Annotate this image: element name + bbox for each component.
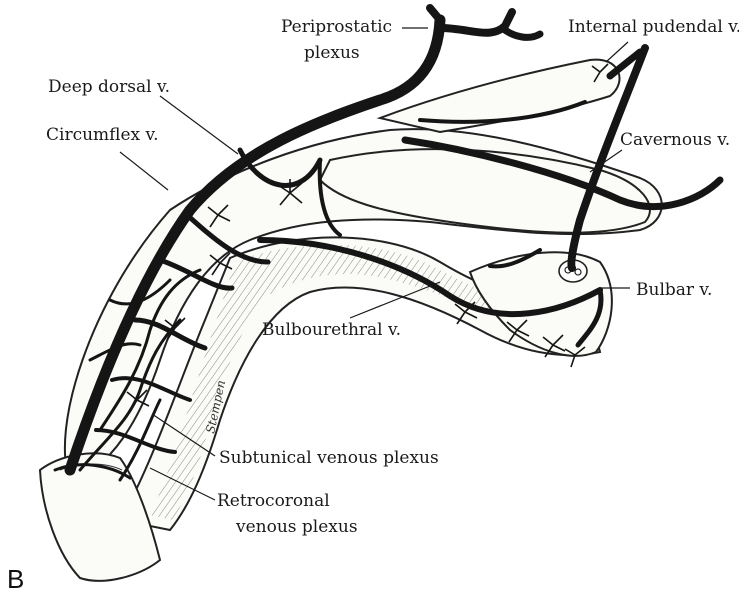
label-retrocoronal-venous-plexus-line2: venous plexus: [235, 517, 358, 537]
label-bulbourethral-vein: Bulbourethral v.: [262, 320, 401, 340]
label-cavernous-vein: Cavernous v.: [620, 130, 730, 150]
label-circumflex-vein: Circumflex v.: [46, 125, 159, 145]
label-bulbar-vein: Bulbar v.: [636, 280, 712, 300]
label-deep-dorsal-vein: Deep dorsal v.: [48, 77, 170, 97]
panel-letter: B: [7, 564, 24, 594]
label-subtunical-venous-plexus: Subtunical venous plexus: [219, 448, 439, 468]
label-retrocoronal-venous-plexus-line1: Retrocoronal: [217, 491, 330, 511]
label-periprostatic-plexus-line1: Periprostatic: [281, 17, 392, 37]
label-internal-pudendal-vein: Internal pudendal v.: [568, 17, 739, 37]
label-periprostatic-plexus-line2: plexus: [304, 43, 360, 63]
